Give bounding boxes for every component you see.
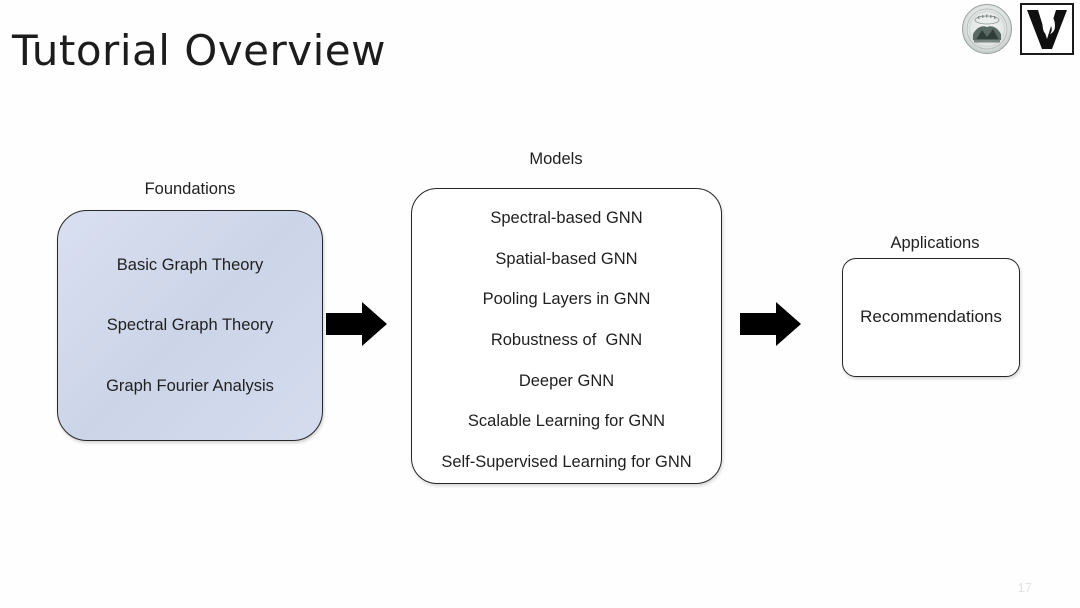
university-seal-logo xyxy=(960,3,1014,55)
list-item: Deeper GNN xyxy=(518,371,615,390)
logo-group xyxy=(960,3,1074,55)
applications-box[interactable]: Recommendations xyxy=(842,258,1020,377)
models-box[interactable]: Spectral-based GNN Spatial-based GNN Poo… xyxy=(411,188,722,484)
group-label-applications: Applications xyxy=(890,234,980,252)
group-label-foundations: Foundations xyxy=(144,180,236,198)
list-item: Robustness of GNN xyxy=(490,330,643,349)
vanderbilt-v-logo xyxy=(1020,3,1074,55)
list-item: Graph Fourier Analysis xyxy=(106,376,274,395)
arrow-models-to-applications xyxy=(740,300,802,348)
list-item: Recommendations xyxy=(860,307,1002,327)
list-item: Pooling Layers in GNN xyxy=(482,290,651,309)
foundations-box[interactable]: Basic Graph Theory Spectral Graph Theory… xyxy=(57,210,323,441)
list-item: Self-Supervised Learning for GNN xyxy=(441,452,692,471)
arrow-foundations-to-models xyxy=(326,300,388,348)
list-item: Basic Graph Theory xyxy=(116,256,264,275)
page-number: 17 xyxy=(1017,580,1032,595)
list-item: Spatial-based GNN xyxy=(495,249,638,268)
list-item: Scalable Learning for GNN xyxy=(467,412,666,431)
list-item: Spectral Graph Theory xyxy=(106,316,274,335)
page-title: Tutorial Overview xyxy=(12,26,386,75)
group-label-models: Models xyxy=(529,150,583,168)
list-item: Spectral-based GNN xyxy=(490,209,643,227)
